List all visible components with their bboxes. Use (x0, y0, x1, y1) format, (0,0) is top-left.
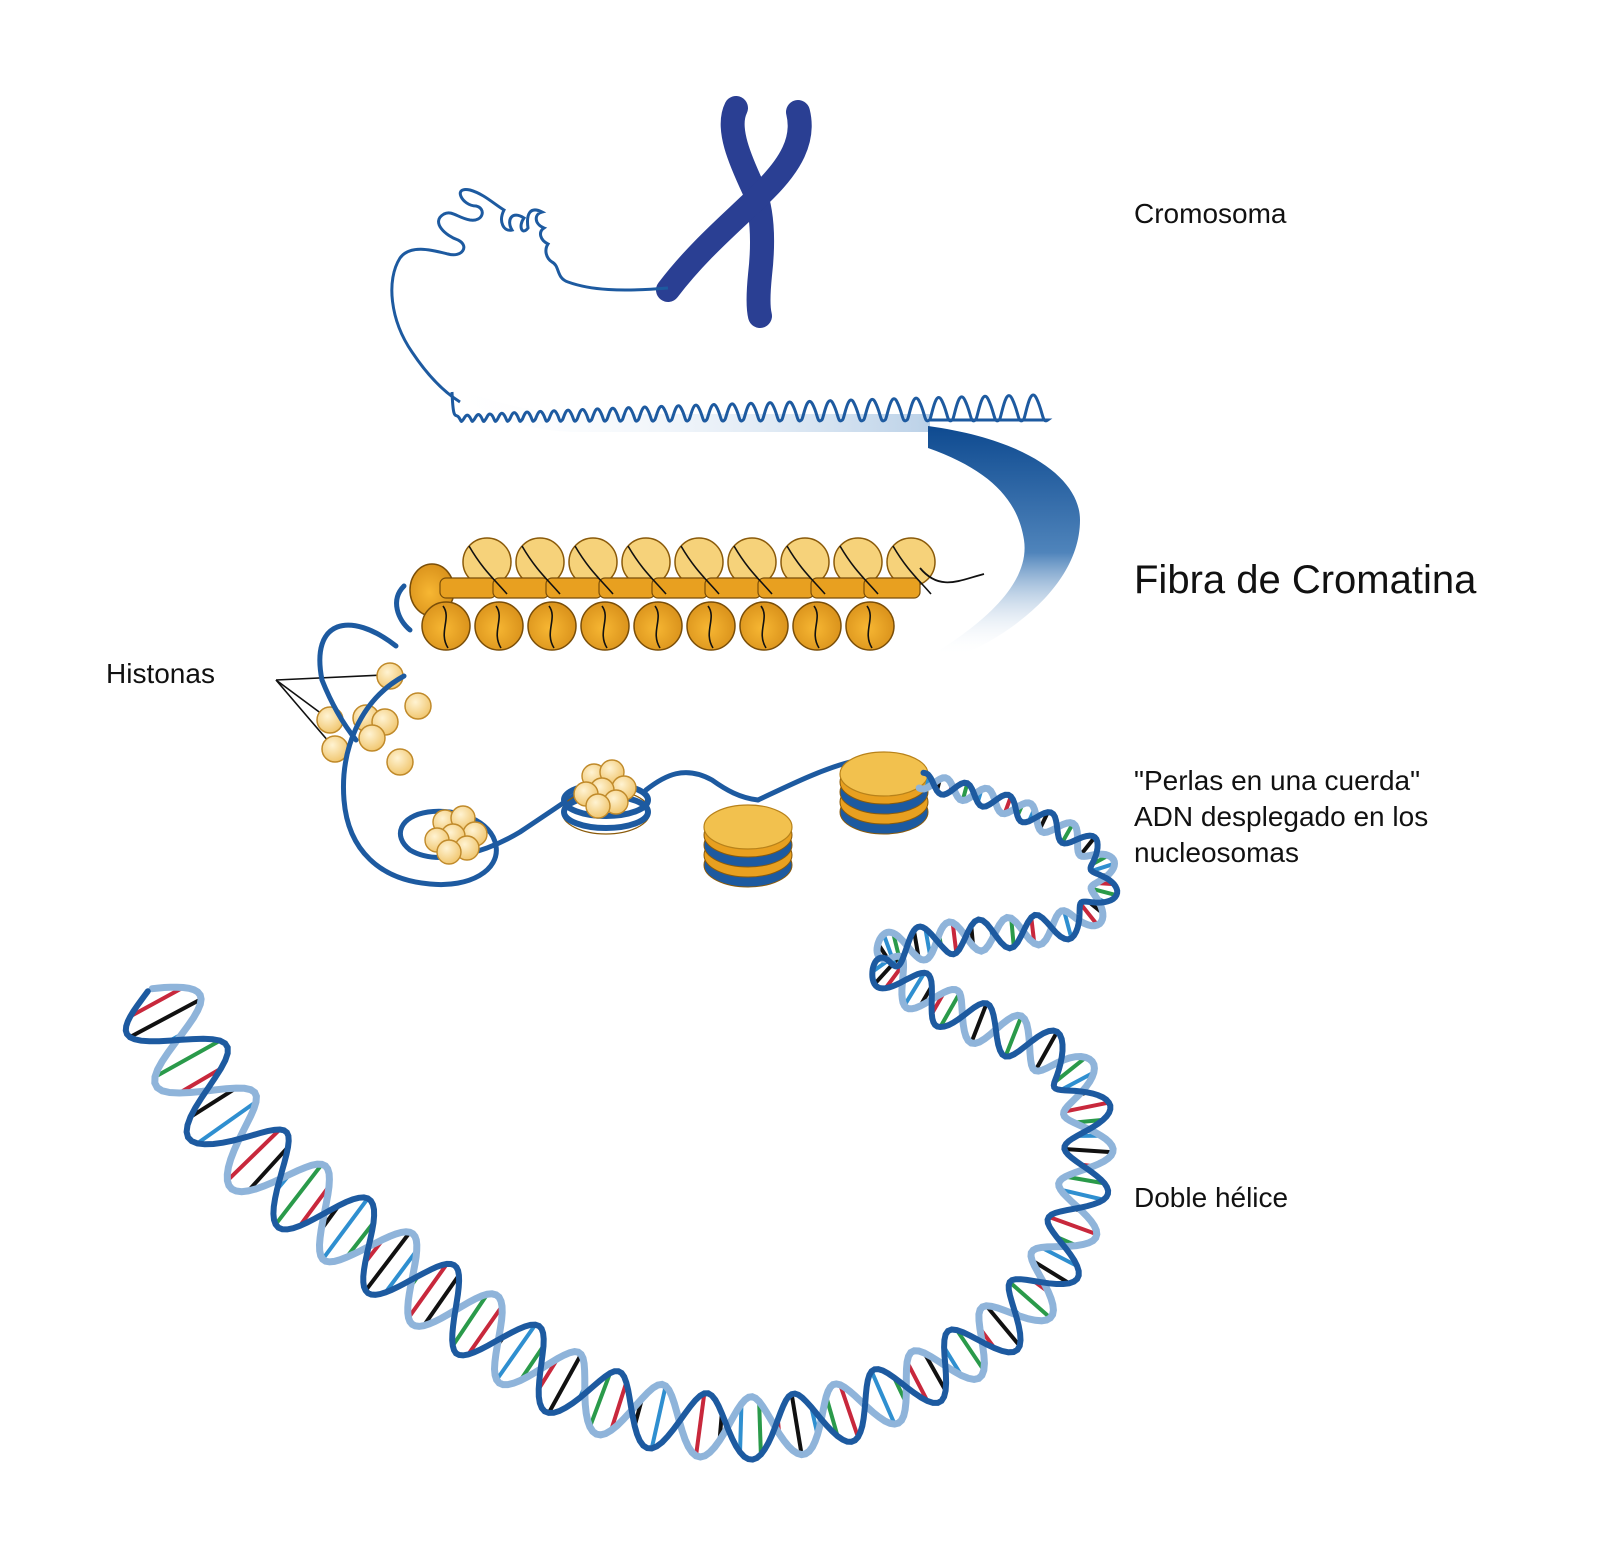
nucleosome-icon (840, 752, 928, 796)
label-perlas-en-una-cuerda: "Perlas en una cuerda" ADN desplegado en… (1134, 763, 1428, 870)
chromatin-thread (392, 189, 668, 402)
looped-fiber (438, 378, 1048, 432)
histone-icon (437, 840, 461, 864)
label-perlas-line: nucleosomas (1134, 835, 1428, 871)
chromosome-icon (668, 108, 800, 316)
base-pair (1064, 1149, 1112, 1152)
helix-strand-front (126, 773, 1117, 1460)
label-perlas-line: ADN desplegado en los (1134, 799, 1428, 835)
base-pair (792, 1394, 802, 1454)
label-fibra-de-cromatina: Fibra de Cromatina (1134, 555, 1476, 606)
histone-icon (359, 725, 385, 751)
histone-icon (586, 794, 610, 818)
label-histonas: Histonas (106, 656, 215, 692)
nucleosome-icon (704, 805, 792, 849)
histone-icon (405, 693, 431, 719)
chromatin-fiber (410, 538, 984, 650)
histone-beads (317, 663, 431, 775)
connecting-ribbon (928, 426, 1080, 656)
label-doble-helice: Doble hélice (1134, 1180, 1288, 1216)
fiber-middle-segment (440, 578, 496, 598)
label-cromosoma: Cromosoma (1134, 196, 1286, 232)
helix-strand-back (152, 778, 1114, 1457)
dna-helix-icon (126, 773, 1117, 1460)
histone-icon (387, 749, 413, 775)
base-pair (696, 1393, 704, 1455)
label-perlas-line: "Perlas en una cuerda" (1134, 763, 1428, 799)
